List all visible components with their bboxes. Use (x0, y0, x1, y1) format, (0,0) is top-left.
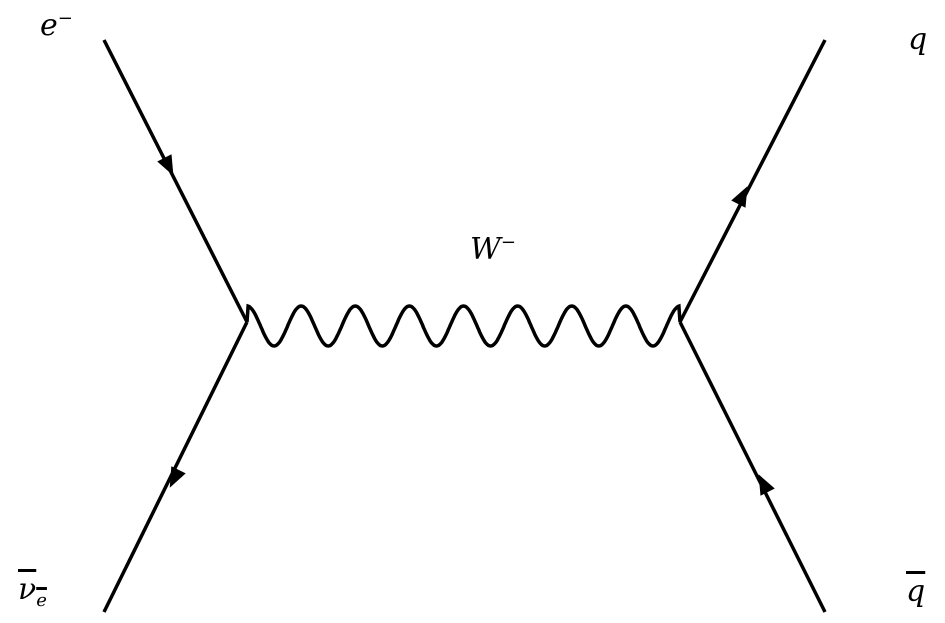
label-antineutrino: νe (18, 572, 47, 611)
w-boson-propagator (245, 303, 682, 348)
electron-line (102, 39, 249, 323)
neutrino-line (102, 321, 249, 613)
antiquark-line (678, 321, 827, 613)
label-w-boson: W− (470, 232, 516, 267)
arrow-quark (731, 186, 748, 208)
arrow-electron (157, 154, 174, 176)
arrow-antiquark (758, 474, 775, 496)
label-antiquark: q (906, 574, 926, 609)
label-quark: q (908, 22, 928, 57)
arrow-neutrino (169, 466, 186, 488)
label-electron: e− (40, 8, 73, 43)
quark-line (678, 39, 827, 323)
